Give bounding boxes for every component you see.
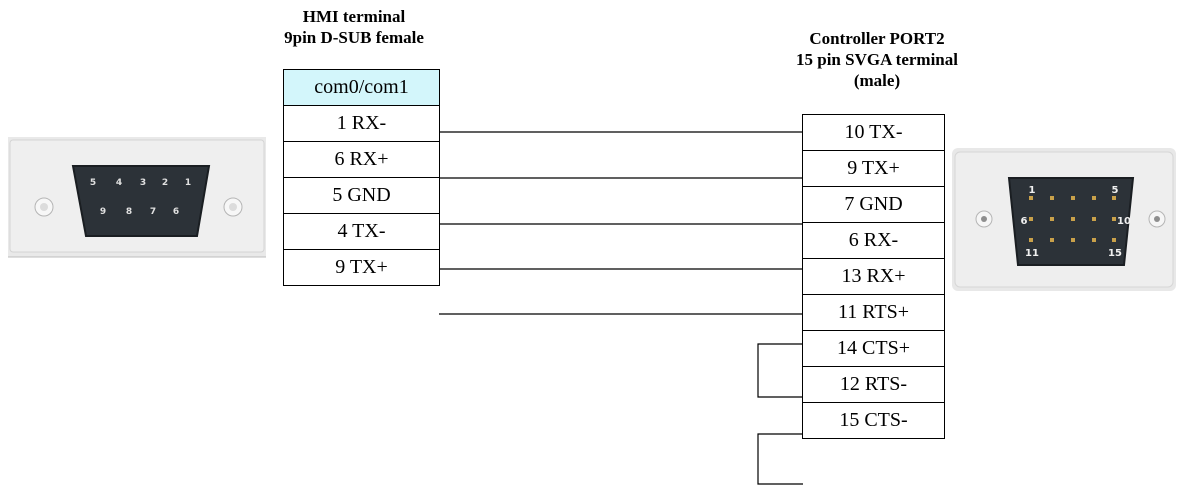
controller-pin-cell: 15 CTS- [802, 402, 945, 439]
controller-pin-cell: 11 RTS+ [802, 294, 945, 331]
dsub-pin-number: 2 [162, 178, 168, 188]
hmi-port-label: com0/com1 [283, 69, 440, 106]
svga-pin-number: 6 [1021, 216, 1028, 227]
hmi-pin-table: com0/com1 1 RX- 6 RX+ 5 GND 4 TX- 9 TX+ [283, 69, 440, 286]
controller-title-line3: (male) [853, 71, 901, 90]
controller-pin-cell: 14 CTS+ [802, 330, 945, 367]
dsub-pin-number: 1 [185, 178, 191, 188]
dsub-pin-number: 7 [150, 207, 156, 217]
dsub-pin-number: 5 [90, 178, 96, 188]
hmi-pin-cell: 9 TX+ [283, 249, 440, 286]
hmi-pin-cell: 5 GND [283, 177, 440, 214]
controller-header: Controller PORT2 15 pin SVGA terminal (m… [752, 28, 1002, 91]
wire-group [439, 131, 803, 315]
dsub-pin-number: 9 [100, 207, 106, 217]
controller-pin-cell: 6 RX- [802, 222, 945, 259]
svga-pin-number: 11 [1025, 248, 1039, 259]
loopback-rts-plus-cts-plus [757, 343, 803, 398]
dsub-pin-number: 6 [173, 207, 179, 217]
hmi-terminal-header: HMI terminal 9pin D-SUB female [248, 6, 460, 48]
hmi-title-line1: HMI terminal [302, 7, 406, 26]
loopback-rts-minus-cts-minus [757, 433, 803, 485]
svga-pin-number: 10 [1117, 216, 1131, 227]
svga15-connector-image: 1 5 6 10 11 15 [952, 148, 1176, 291]
svga-pin-number: 15 [1108, 248, 1122, 259]
controller-title-line2: 15 pin SVGA terminal [796, 50, 958, 69]
svga-pin-number: 5 [1112, 185, 1119, 196]
dsub-pin-number: 3 [140, 178, 146, 188]
controller-pin-cell: 9 TX+ [802, 150, 945, 187]
hmi-title-line2: 9pin D-SUB female [284, 28, 424, 47]
svga-pin-number: 1 [1029, 185, 1036, 196]
dsub9-connector-image: 5 4 3 2 1 9 8 7 6 [8, 137, 266, 258]
hmi-pin-cell: 1 RX- [283, 105, 440, 142]
dsub-pin-number: 4 [116, 178, 122, 188]
controller-title-line1: Controller PORT2 [809, 29, 945, 48]
controller-pin-table: 10 TX- 9 TX+ 7 GND 6 RX- 13 RX+ 11 RTS+ … [802, 114, 945, 439]
controller-pin-cell: 10 TX- [802, 114, 945, 151]
controller-pin-cell: 13 RX+ [802, 258, 945, 295]
dsub-pin-number: 8 [126, 207, 132, 217]
hmi-pin-cell: 4 TX- [283, 213, 440, 250]
